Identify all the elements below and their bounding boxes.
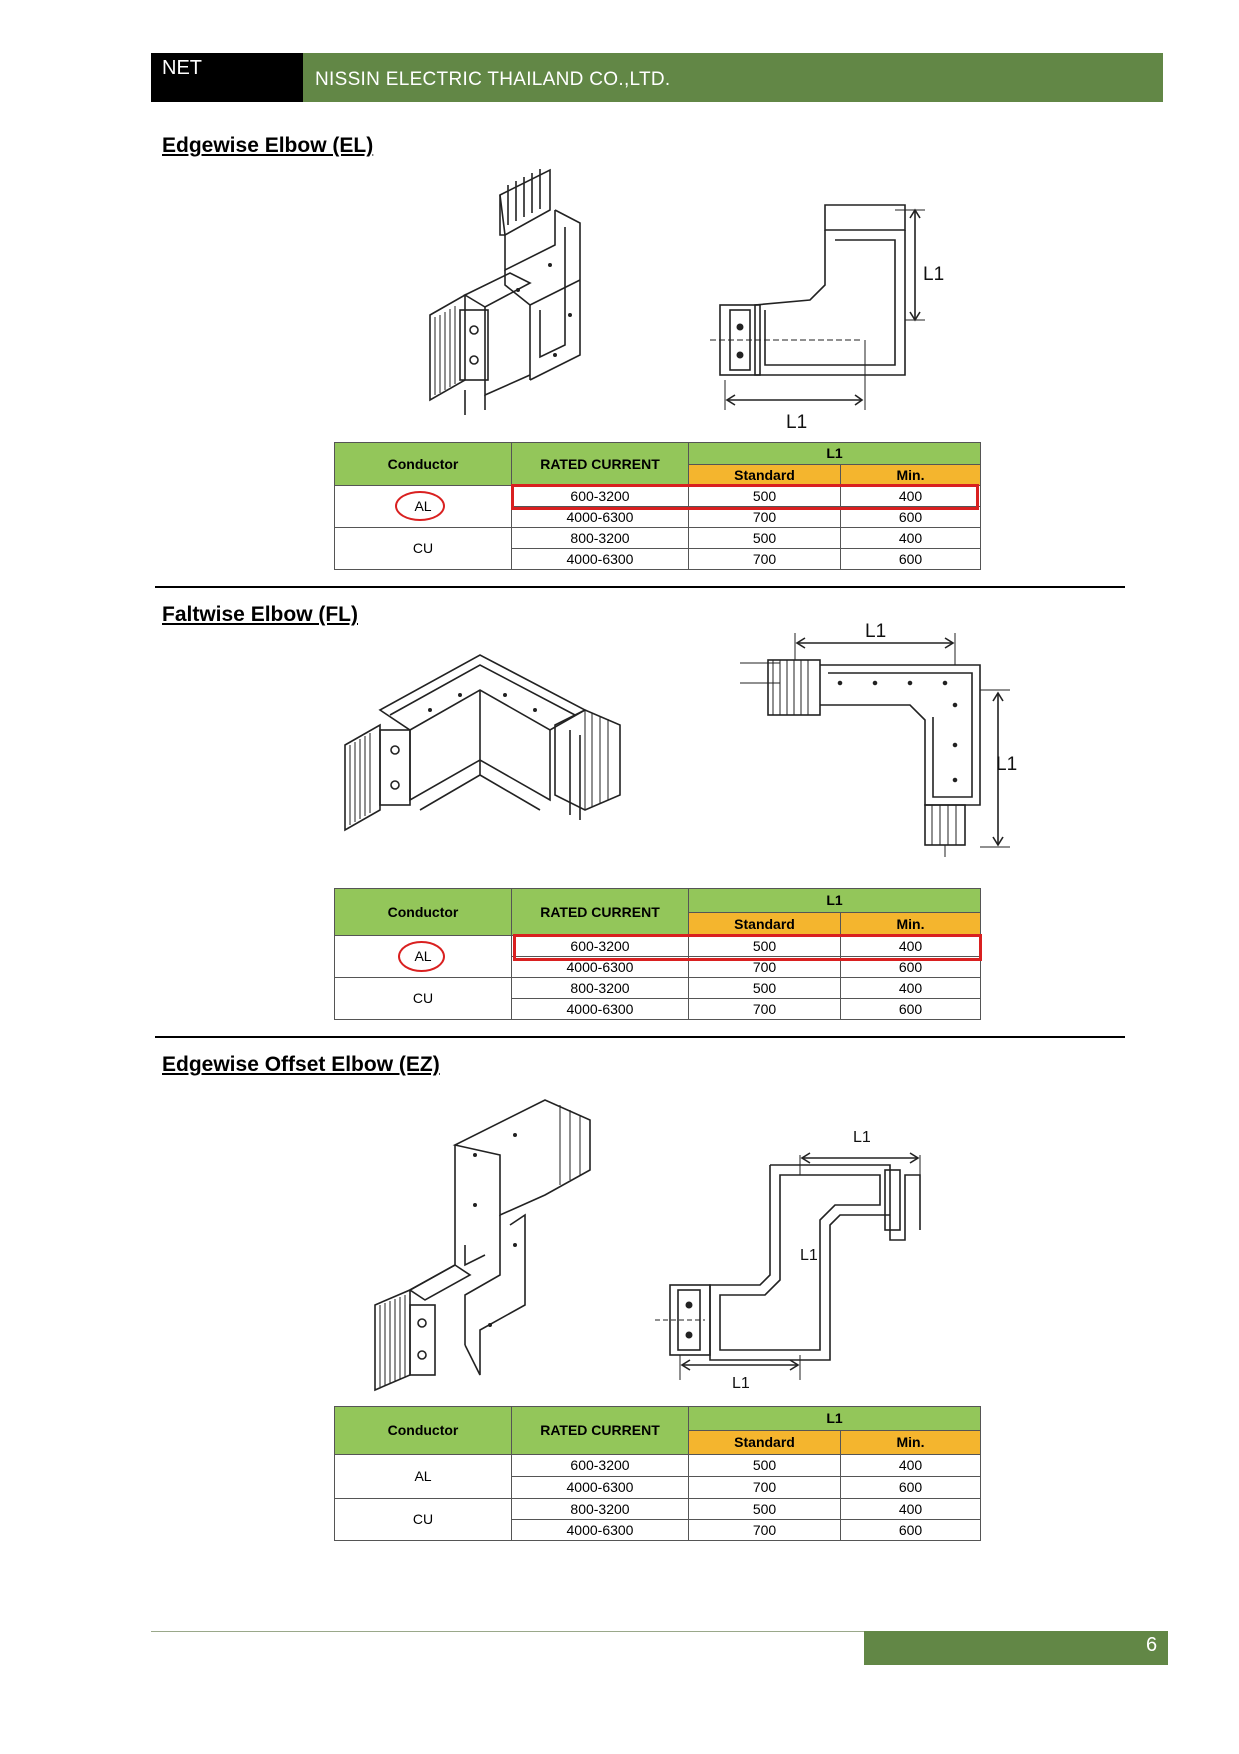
el-plan-drawing: L1 L1 [710, 204, 944, 433]
section-divider [155, 586, 1125, 588]
section-title-fl: Faltwise Elbow (FL) [162, 603, 359, 626]
table-cell-current: 4000-6300 [511, 1476, 689, 1499]
footer-green-bar [864, 1631, 1168, 1665]
table-cell-current: 4000-6300 [511, 548, 689, 570]
table-cell-min: 600 [840, 998, 981, 1020]
el-plan-l1-horizontal-label: L1 [786, 412, 807, 433]
table-cell-conductor: CU [334, 1498, 512, 1541]
col-header-conductor: Conductor [334, 1406, 512, 1455]
table-cell-current: 800-3200 [511, 1498, 689, 1520]
table-cell-standard: 700 [688, 1476, 841, 1499]
footer-line [151, 1631, 1168, 1632]
col-header-l1: L1 [688, 442, 981, 465]
table-cell-min: 400 [840, 527, 981, 549]
fl-spec-table: Conductor RATED CURRENT L1 Standard Min.… [334, 888, 981, 1020]
col-header-standard: Standard [688, 464, 841, 486]
col-header-rated-current: RATED CURRENT [511, 888, 689, 936]
table-cell-standard: 500 [688, 1454, 841, 1477]
col-header-conductor: Conductor [334, 888, 512, 936]
table-cell-current: 4000-6300 [511, 956, 689, 978]
el-highlight-box [511, 484, 979, 510]
col-header-standard: Standard [688, 1430, 841, 1455]
el-isometric-drawing [429, 168, 581, 415]
fl-highlight-circle [398, 941, 445, 972]
table-cell-min: 600 [840, 1476, 981, 1499]
col-header-conductor: Conductor [334, 442, 512, 486]
fl-isometric-drawing [344, 654, 621, 832]
table-cell-conductor: AL [334, 1454, 512, 1499]
section-title-el: Edgewise Elbow (EL) [162, 134, 374, 157]
section-title-ez: Edgewise Offset Elbow (EZ) [162, 1053, 440, 1076]
table-cell-standard: 700 [688, 998, 841, 1020]
header-company-name: NISSIN ELECTRIC THAILAND CO.,LTD. [315, 69, 671, 90]
table-cell-conductor: CU [334, 527, 512, 570]
col-header-l1: L1 [688, 1406, 981, 1431]
table-cell-conductor: CU [334, 977, 512, 1020]
header-short-name: NET [162, 57, 202, 79]
table-cell-current: 4000-6300 [511, 998, 689, 1020]
ez-plan-drawing: L1 L1 L1 [655, 1129, 921, 1392]
col-header-rated-current: RATED CURRENT [511, 442, 689, 486]
table-cell-current: 800-3200 [511, 527, 689, 549]
header-green-bar [303, 53, 1163, 102]
ez-spec-table: Conductor RATED CURRENT L1 Standard Min.… [334, 1406, 981, 1541]
fl-plan-l1-vertical-label: L1 [996, 754, 1017, 775]
table-cell-current: 4000-6300 [511, 1519, 689, 1541]
table-cell-min: 600 [840, 548, 981, 570]
table-cell-min: 400 [840, 977, 981, 999]
section-divider [155, 1036, 1125, 1038]
table-cell-min: 600 [840, 956, 981, 978]
table-cell-min: 400 [840, 1498, 981, 1520]
fl-plan-drawing: L1 L1 [740, 621, 1017, 857]
table-cell-current: 800-3200 [511, 977, 689, 999]
ez-plan-l1-middle-label: L1 [800, 1247, 818, 1264]
ez-plan-l1-bottom-label: L1 [732, 1375, 750, 1392]
table-cell-current: 4000-6300 [511, 506, 689, 528]
col-header-min: Min. [840, 1430, 981, 1455]
fl-plan-l1-horizontal-label: L1 [865, 621, 886, 642]
table-cell-min: 600 [840, 1519, 981, 1541]
table-cell-current: 600-3200 [511, 1454, 689, 1477]
table-cell-standard: 500 [688, 1498, 841, 1520]
col-header-l1: L1 [688, 888, 981, 913]
table-cell-standard: 700 [688, 548, 841, 570]
table-cell-standard: 500 [688, 977, 841, 999]
header-black-block [151, 53, 303, 102]
ez-plan-l1-top-label: L1 [853, 1129, 871, 1146]
table-cell-standard: 700 [688, 1519, 841, 1541]
col-header-min: Min. [840, 464, 981, 486]
fl-highlight-box [513, 934, 982, 961]
col-header-standard: Standard [688, 912, 841, 936]
col-header-min: Min. [840, 912, 981, 936]
table-cell-standard: 500 [688, 527, 841, 549]
col-header-rated-current: RATED CURRENT [511, 1406, 689, 1455]
table-cell-min: 400 [840, 1454, 981, 1477]
page-number: 6 [1146, 1634, 1158, 1656]
el-plan-l1-vertical-label: L1 [923, 264, 944, 285]
ez-isometric-drawing [374, 1099, 591, 1392]
el-highlight-circle [395, 491, 445, 521]
